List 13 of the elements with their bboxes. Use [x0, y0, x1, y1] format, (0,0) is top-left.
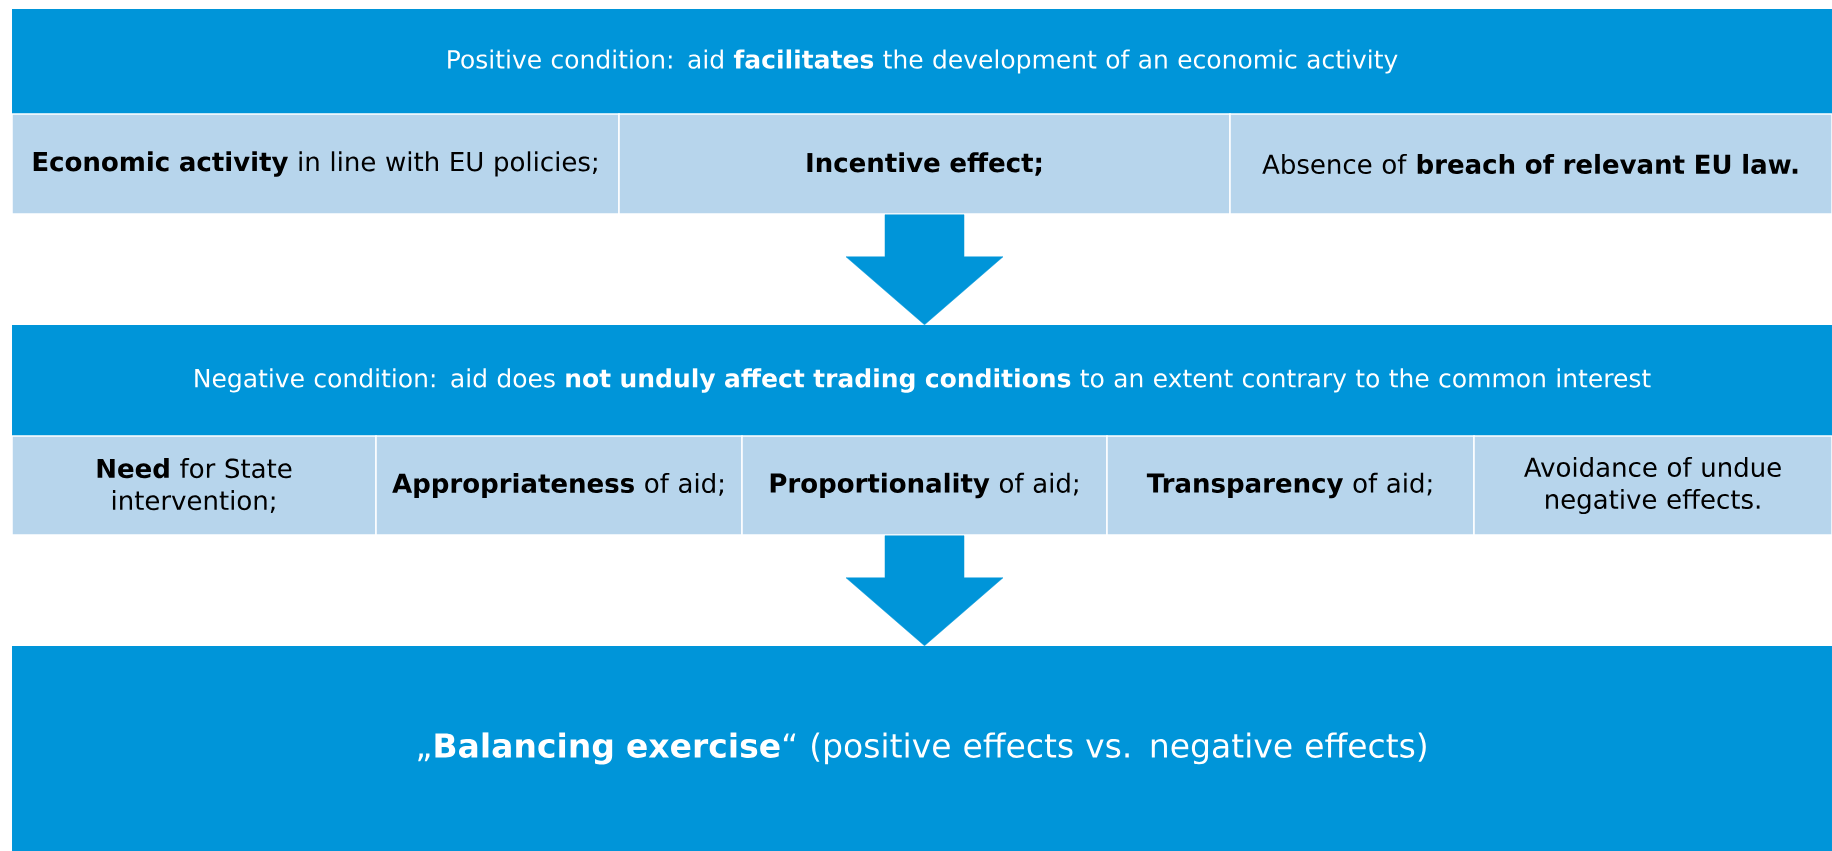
criterion-cell: Avoidance of undue negative effects. [1473, 435, 1832, 536]
criterion-cell: Proportionality of aid; [741, 435, 1108, 536]
arrow [845, 214, 1004, 326]
criterion-cell: Appropriateness of aid; [375, 435, 743, 536]
header-band: Negative condition: aid does not unduly affect trading conditions to an extent contrary to the common interest [12, 325, 1832, 436]
criterion-cell: Absence of breach of relevant EU law. [1229, 113, 1832, 215]
arrow [845, 535, 1004, 647]
criterion-cell: Transparency of aid; [1106, 435, 1475, 536]
criterion-cell: Need for State intervention; [11, 435, 377, 536]
criterion-cell: Economic activity in line with EU policies; [11, 113, 620, 215]
criterion-cell: Incentive effect; [618, 113, 1231, 215]
header-band: Positive condition: aid facilitates the development of an economic activity [12, 9, 1832, 114]
result-band: „Balancing exercise“ (positive effects vs. negative effects) [12, 646, 1832, 851]
